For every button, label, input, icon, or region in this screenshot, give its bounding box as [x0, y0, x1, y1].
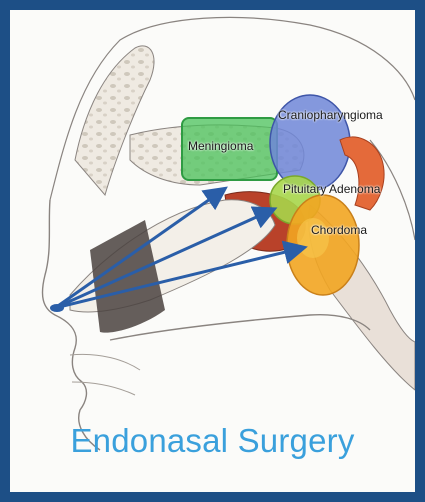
lip-lines [70, 354, 140, 395]
caption-title: Endonasal Surgery [10, 422, 415, 460]
nostril-origin [50, 304, 64, 312]
label-chordoma: Chordoma [311, 223, 367, 237]
label-craniopharyngioma: Craniopharyngioma [278, 108, 383, 122]
skull-illustration [10, 10, 415, 492]
label-meningioma: Meningioma [188, 139, 253, 153]
frontal-bone [75, 46, 154, 195]
dorsum-sellae [340, 137, 384, 210]
illustration-canvas: Craniopharyngioma Meningioma Pituitary A… [10, 10, 415, 492]
label-pituitary-adenoma: Pituitary Adenoma [283, 182, 380, 196]
face-profile [42, 200, 100, 450]
